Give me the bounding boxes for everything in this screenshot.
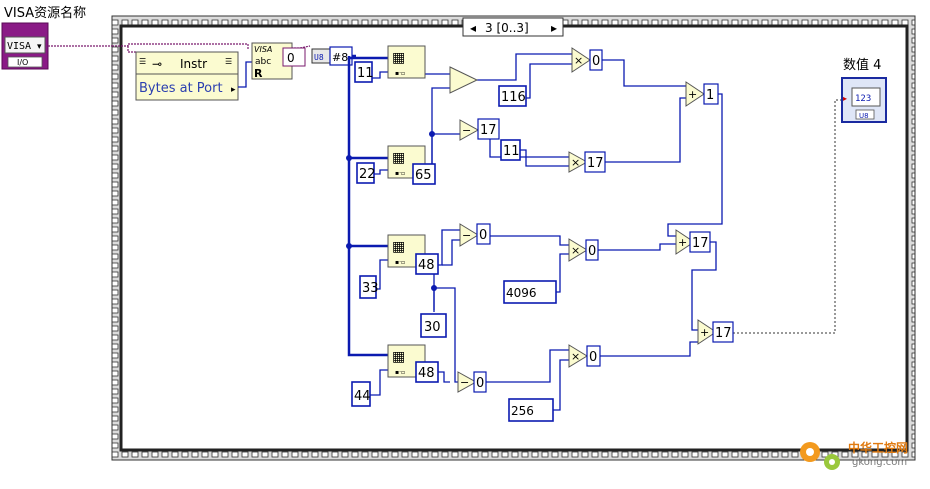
selector-right-arrow-icon[interactable]: ▸: [551, 21, 557, 35]
subtract-node-2[interactable]: −: [459, 223, 479, 247]
array-size-node[interactable]: #8: [329, 46, 353, 66]
multiply-node-2[interactable]: ×: [568, 151, 589, 173]
multiply-icon: ×: [571, 350, 580, 363]
index-array-icon: ▦: [392, 150, 405, 166]
svg-text:0: 0: [589, 350, 597, 365]
svg-text:0: 0: [588, 244, 596, 259]
svg-text:17: 17: [692, 236, 709, 251]
error-out-icon: ☰: [225, 57, 232, 66]
svg-text:0: 0: [592, 54, 600, 69]
add-icon: +: [688, 88, 697, 101]
const-256[interactable]: 256: [511, 404, 534, 418]
add-node-top[interactable]: +: [685, 81, 705, 107]
visa-io-tag: I/O: [17, 58, 28, 67]
indicator-add-mid: 17: [689, 231, 711, 253]
wire-junctions: [346, 131, 437, 291]
index-array-node-1[interactable]: ▦ ▪‧▫: [387, 45, 426, 79]
visa-read-sub: abc: [255, 57, 271, 67]
subtract-node-1[interactable]: −: [459, 119, 480, 141]
array-size-label: #8: [332, 51, 348, 64]
property-node-class: Instr: [180, 57, 207, 71]
property-node-property[interactable]: Bytes at Port: [139, 81, 223, 96]
const-48a[interactable]: 48: [418, 258, 435, 273]
indicator-mul3: 0: [585, 239, 599, 261]
multiply-icon: ×: [571, 156, 580, 169]
const-1[interactable]: 11: [503, 144, 520, 159]
indicator-mul4: 0: [586, 345, 601, 367]
index-array-icon: ▦: [392, 239, 405, 255]
numeric-indicator[interactable]: 123 ▸ U8: [841, 77, 887, 123]
multiply-node-3[interactable]: ×: [568, 238, 588, 262]
index-array-dots-icon: ▪‧▫: [395, 70, 405, 77]
numeric-indicator-type: U8: [859, 112, 869, 120]
reference-icon: ⊸: [152, 57, 162, 71]
selector-left-arrow-icon[interactable]: ◂: [470, 21, 476, 35]
indicator-mul2: 17: [584, 151, 606, 173]
indicator-sub3: 0: [473, 371, 487, 393]
index-array-dots-icon: ▪‧▫: [395, 369, 405, 376]
indicator-add-final: 17: [712, 321, 734, 343]
svg-text:0: 0: [479, 228, 487, 243]
watermark-logo: 中华工控网 gkong.com: [800, 440, 908, 470]
numeric-indicator-value: 123: [855, 94, 871, 104]
index-array-dots-icon: ▪‧▫: [395, 259, 405, 266]
watermark-en: gkong.com: [852, 457, 907, 468]
svg-text:1: 1: [706, 88, 714, 103]
convert-label: U8: [314, 53, 324, 62]
property-node[interactable]: ☰ ⊸ Instr ☰ Bytes at Port ▸: [135, 51, 239, 101]
visa-resource-label: VISA资源名称: [4, 5, 86, 21]
multiply-icon: ×: [574, 54, 583, 67]
indicator-input-arrow-icon: ▸: [843, 94, 847, 103]
const-30[interactable]: 30: [424, 320, 441, 335]
index-const-1[interactable]: 11: [357, 66, 374, 81]
indicator-add-top: 1: [703, 83, 719, 105]
visa-read-title: VISA: [254, 45, 272, 54]
property-output-arrow-icon: ▸: [231, 85, 236, 95]
multiply-node-4[interactable]: ×: [568, 344, 588, 368]
subtract-node-3[interactable]: −: [457, 371, 478, 393]
index-array-icon: ▦: [392, 50, 405, 66]
add-node-mid[interactable]: +: [675, 229, 695, 255]
subtract-icon: −: [460, 376, 469, 389]
index-const-3[interactable]: 33: [362, 281, 379, 296]
multiply-icon: ×: [571, 244, 580, 257]
visa-read-node[interactable]: VISA abc R 0: [251, 42, 306, 80]
subtract-icon: −: [462, 229, 471, 242]
index-const-2[interactable]: 22: [359, 167, 376, 182]
const-48b[interactable]: 48: [418, 366, 435, 381]
subtract-icon: −: [462, 124, 471, 137]
visa-resource-control[interactable]: VISA ▾ I/O: [1, 22, 49, 70]
selector-text: 3 [0..3]: [485, 21, 529, 35]
indicator-mul1: 0: [589, 49, 603, 71]
add-icon: +: [678, 236, 687, 249]
bytes-wire: [238, 61, 252, 88]
indicator-sub1: 17: [477, 118, 500, 140]
multiply-node-1[interactable]: ×: [571, 47, 591, 73]
svg-text:17: 17: [480, 123, 497, 138]
visa-dropdown-icon[interactable]: ▾: [37, 42, 42, 52]
index-array-dots-icon: ▪‧▫: [395, 170, 405, 177]
const-65[interactable]: 65: [415, 168, 432, 183]
add-icon: +: [700, 326, 709, 339]
error-in-icon: ☰: [139, 57, 146, 66]
const-4096[interactable]: 4096: [506, 286, 537, 300]
visa-read-mode: R: [254, 67, 263, 80]
sequence-selector[interactable]: ◂ 3 [0..3] ▸: [462, 17, 564, 37]
index-const-4[interactable]: 44: [354, 389, 371, 404]
greater-node[interactable]: [449, 66, 479, 94]
numeric-constants[interactable]: 11 22 33 44 116 11 65 48 30 48 4096 256: [351, 61, 557, 422]
string-to-byte-array[interactable]: U8: [311, 48, 331, 64]
add-node-final[interactable]: +: [697, 319, 717, 345]
visa-resource-value: VISA: [7, 41, 31, 52]
svg-text:0: 0: [476, 376, 484, 391]
numeric-indicator-label: 数值 4: [843, 57, 881, 73]
const-16[interactable]: 116: [501, 90, 526, 105]
index-array-icon: ▦: [392, 349, 405, 365]
visa-read-const: 0: [287, 51, 295, 65]
watermark-cn: 中华工控网: [848, 440, 908, 455]
svg-text:17: 17: [587, 156, 604, 171]
indicator-sub2: 0: [476, 223, 491, 245]
svg-text:17: 17: [715, 326, 732, 341]
